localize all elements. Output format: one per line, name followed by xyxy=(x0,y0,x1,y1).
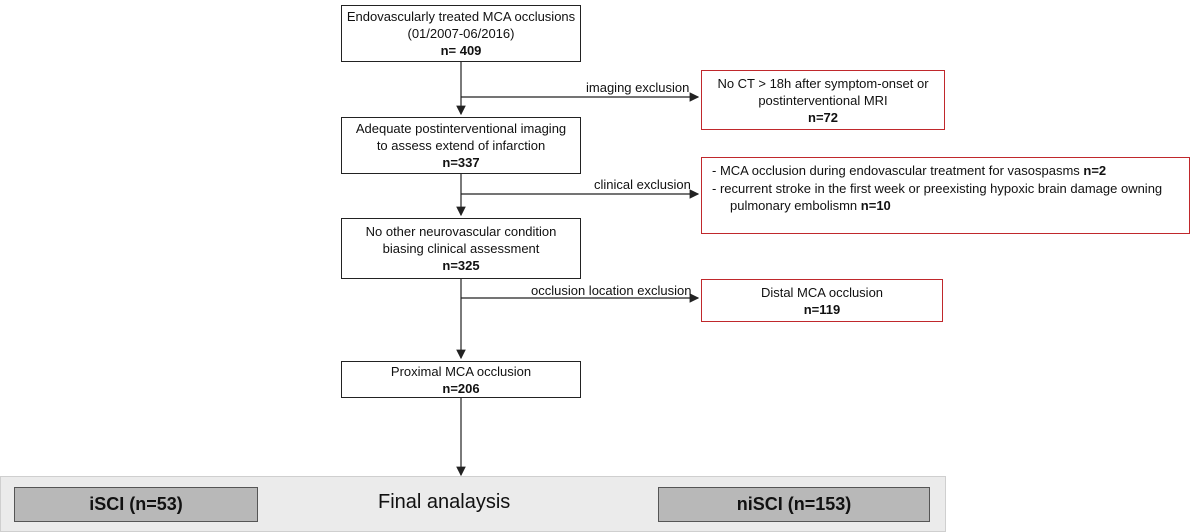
exclusion-clinical-item-2: - recurrent stroke in the first week or … xyxy=(712,181,1163,213)
node-clinical: No other neurovascular condition biasing… xyxy=(341,218,581,279)
final-analysis-label: Final analaysis xyxy=(378,491,511,513)
group-isci: iSCI (n=53) xyxy=(14,487,258,522)
exclusion-clinical: - MCA occlusion during endovascular trea… xyxy=(701,157,1190,234)
node-imaging: Adequate postinterventional imaging to a… xyxy=(341,117,581,174)
label-imaging-exclusion: imaging exclusion xyxy=(586,80,690,95)
group-nisci: niSCI (n=153) xyxy=(658,487,930,522)
exclusion-location: Distal MCA occlusion n=119 xyxy=(701,279,943,322)
exclusion-clinical-item-1: - MCA occlusion during endovascular trea… xyxy=(712,163,1107,178)
label-clinical-exclusion: clinical exclusion xyxy=(594,177,691,192)
exclusion-imaging: No CT > 18h after symptom-onset or posti… xyxy=(701,70,945,130)
label-location-exclusion: occlusion location exclusion xyxy=(531,283,692,298)
node-proximal: Proximal MCA occlusion n=206 xyxy=(341,361,581,398)
node-start: Endovascularly treated MCA occlusions (0… xyxy=(341,5,581,62)
